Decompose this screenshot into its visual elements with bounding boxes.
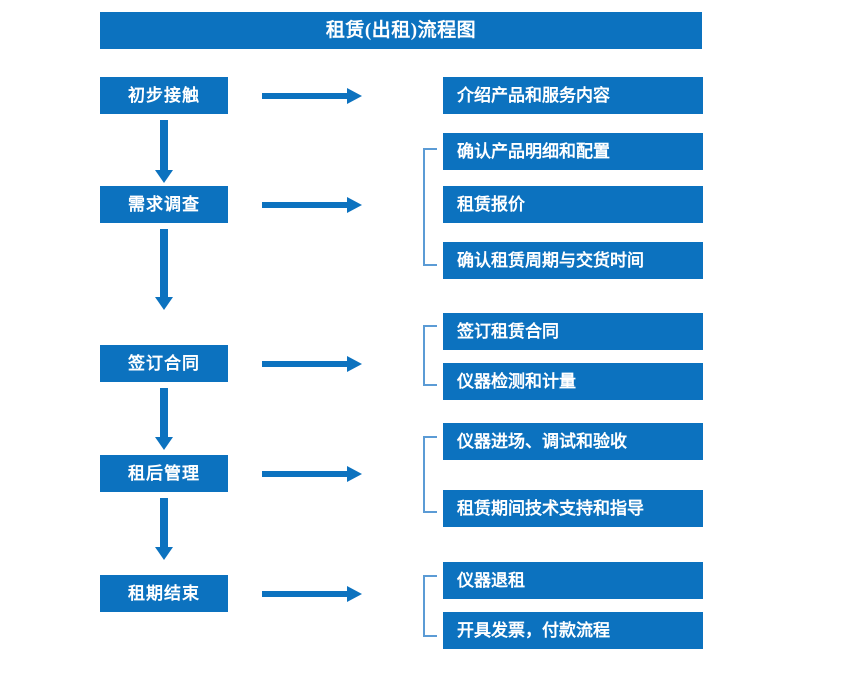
detail-confirm-product-spec[interactable]: 确认产品明细和配置 bbox=[443, 133, 703, 170]
detail-label: 仪器检测和计量 bbox=[457, 372, 576, 391]
stage-demand-survey[interactable]: 需求调查 bbox=[100, 186, 228, 223]
arrow-right-stage-post-rental-management bbox=[262, 466, 362, 482]
detail-label: 开具发票，付款流程 bbox=[457, 621, 610, 640]
detail-label: 确认租赁周期与交货时间 bbox=[457, 251, 644, 270]
detail-instrument-inspection[interactable]: 仪器检测和计量 bbox=[443, 363, 703, 400]
stage-sign-contract[interactable]: 签订合同 bbox=[100, 345, 228, 382]
arrow-right-stage-rental-end bbox=[262, 586, 362, 602]
detail-instrument-return[interactable]: 仪器退租 bbox=[443, 562, 703, 599]
stage-label: 初步接触 bbox=[128, 86, 200, 105]
detail-sign-rental-contract[interactable]: 签订租赁合同 bbox=[443, 313, 703, 350]
stage-label: 需求调查 bbox=[128, 195, 200, 214]
arrow-right-stage-initial-contact bbox=[262, 88, 362, 104]
arrow-head-icon bbox=[347, 356, 362, 372]
arrow-shaft bbox=[262, 471, 348, 477]
detail-confirm-period-delivery[interactable]: 确认租赁周期与交货时间 bbox=[443, 242, 703, 279]
detail-instrument-entry-commissioning[interactable]: 仪器进场、调试和验收 bbox=[443, 423, 703, 460]
arrow-shaft bbox=[160, 229, 168, 301]
arrow-head-icon bbox=[155, 297, 173, 310]
stage-post-rental-management[interactable]: 租后管理 bbox=[100, 455, 228, 492]
arrow-shaft bbox=[262, 361, 348, 367]
detail-rental-quotation[interactable]: 租赁报价 bbox=[443, 186, 703, 223]
stage-initial-contact[interactable]: 初步接触 bbox=[100, 77, 228, 114]
detail-introduce-products[interactable]: 介绍产品和服务内容 bbox=[443, 77, 703, 114]
arrow-shaft bbox=[160, 498, 168, 551]
flowchart-title-bar: 租赁(出租)流程图 bbox=[100, 12, 702, 49]
arrow-shaft bbox=[262, 202, 348, 208]
arrow-down-connector-3 bbox=[155, 388, 173, 450]
arrow-right-stage-sign-contract bbox=[262, 356, 362, 372]
arrow-down-connector-4 bbox=[155, 498, 173, 560]
detail-label: 确认产品明细和配置 bbox=[457, 142, 610, 161]
arrow-head-icon bbox=[347, 88, 362, 104]
arrow-head-icon bbox=[155, 170, 173, 183]
group-bracket-stage-sign-contract bbox=[423, 325, 437, 386]
arrow-head-icon bbox=[347, 466, 362, 482]
arrow-shaft bbox=[160, 388, 168, 441]
arrow-head-icon bbox=[347, 586, 362, 602]
arrow-shaft bbox=[160, 120, 168, 173]
detail-label: 介绍产品和服务内容 bbox=[457, 86, 610, 105]
group-bracket-stage-demand-survey bbox=[423, 148, 437, 266]
stage-rental-end[interactable]: 租期结束 bbox=[100, 575, 228, 612]
arrow-down-connector-2 bbox=[155, 229, 173, 310]
group-bracket-stage-post-rental-management bbox=[423, 436, 437, 513]
arrow-right-stage-demand-survey bbox=[262, 197, 362, 213]
arrow-head-icon bbox=[155, 547, 173, 560]
arrow-head-icon bbox=[155, 437, 173, 450]
arrow-down-connector-1 bbox=[155, 120, 173, 183]
detail-label: 租赁期间技术支持和指导 bbox=[457, 499, 644, 518]
detail-label: 签订租赁合同 bbox=[457, 322, 559, 341]
stage-label: 租期结束 bbox=[128, 584, 200, 603]
stage-label: 签订合同 bbox=[128, 354, 200, 373]
page-title: 租赁(出租)流程图 bbox=[325, 20, 477, 41]
arrow-shaft bbox=[262, 93, 348, 99]
arrow-shaft bbox=[262, 591, 348, 597]
group-bracket-stage-rental-end bbox=[423, 575, 437, 637]
detail-label: 仪器退租 bbox=[457, 571, 525, 590]
arrow-head-icon bbox=[347, 197, 362, 213]
stage-label: 租后管理 bbox=[128, 464, 200, 483]
detail-label: 仪器进场、调试和验收 bbox=[457, 432, 627, 451]
detail-technical-support[interactable]: 租赁期间技术支持和指导 bbox=[443, 490, 703, 527]
detail-invoice-payment[interactable]: 开具发票，付款流程 bbox=[443, 612, 703, 649]
detail-label: 租赁报价 bbox=[457, 195, 525, 214]
